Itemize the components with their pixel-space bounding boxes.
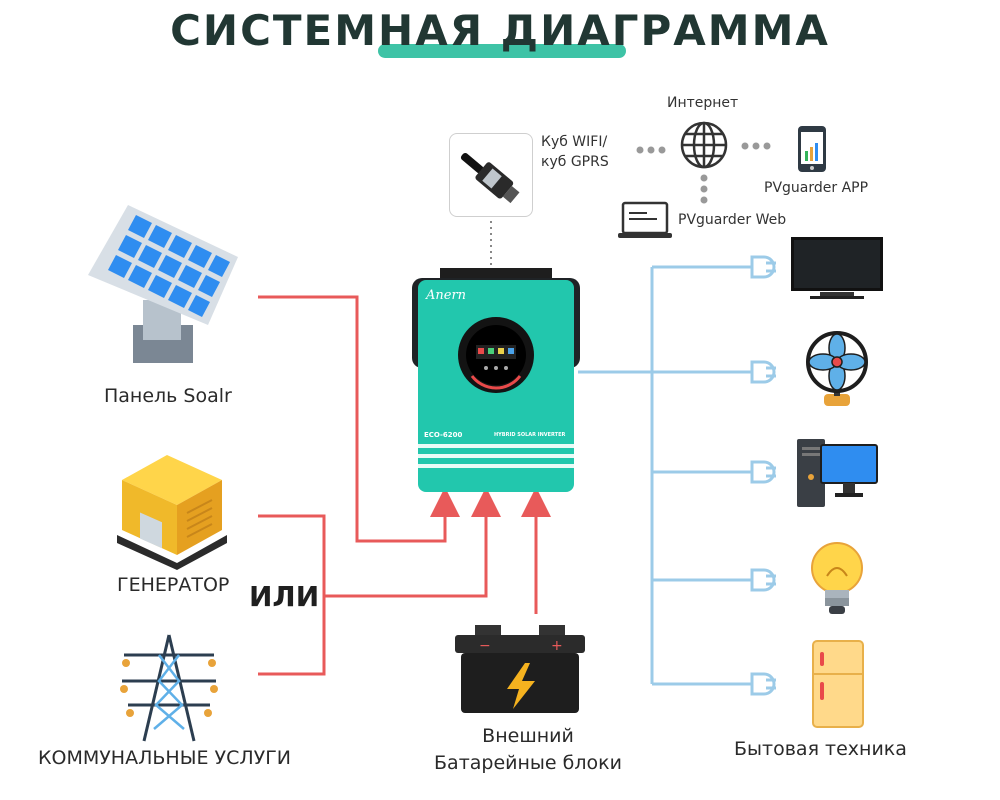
svg-text:+: + <box>551 638 563 654</box>
wifi-label-line2: куб GPRS <box>541 154 609 170</box>
title-underline <box>378 44 626 58</box>
generator-icon <box>117 455 227 570</box>
internet-label: Интернет <box>667 95 739 111</box>
utility-label: КОММУНАЛЬНЫЕ УСЛУГИ <box>38 747 292 769</box>
wifi-label-line1: Куб WIFI/ <box>541 134 608 150</box>
plug-icon <box>750 568 776 592</box>
plug-icon <box>750 672 776 696</box>
inverter-caption: HYBRID SOLAR INVERTER <box>494 432 566 438</box>
svg-text:−: − <box>479 638 491 654</box>
laptop-icon <box>618 201 672 238</box>
solar-label: Панель Soalr <box>104 385 232 407</box>
appliances-label: Бытовая техника <box>734 738 907 760</box>
fan-icon <box>806 331 868 406</box>
wifi-dongle-icon <box>460 152 520 204</box>
app-label: PVguarder APP <box>764 180 869 196</box>
bulb-icon <box>811 542 863 614</box>
plug-icon <box>750 360 776 384</box>
inverter-model: ECO-6200 <box>424 431 463 439</box>
computer-icon <box>797 439 878 507</box>
globe-icon <box>680 121 728 169</box>
plug-icon <box>750 460 776 484</box>
tv-icon <box>791 237 883 299</box>
wifi-dongle-box <box>449 133 533 217</box>
battery-icon: − + <box>455 625 585 713</box>
inverter-icon: Anern ECO-6200 HYBRID SOLAR INVERTER <box>412 268 580 494</box>
phone-icon <box>798 126 826 172</box>
web-label: PVguarder Web <box>678 212 787 228</box>
power-tower-icon <box>120 634 218 742</box>
or-label: ИЛИ <box>249 580 320 613</box>
generator-label: ГЕНЕРАТОР <box>117 574 230 596</box>
battery-label-line1: Внешний <box>482 725 574 747</box>
solar-panel-icon <box>88 205 238 363</box>
fridge-icon <box>812 640 864 728</box>
battery-label-line2: Батарейные блоки <box>434 752 622 774</box>
plug-icon <box>750 255 776 279</box>
output-lines <box>578 265 752 686</box>
input-lines <box>258 295 551 676</box>
page-title: СИСТЕМНАЯ ДИАГРАММА <box>170 6 830 55</box>
inverter-brand: Anern <box>426 288 467 303</box>
